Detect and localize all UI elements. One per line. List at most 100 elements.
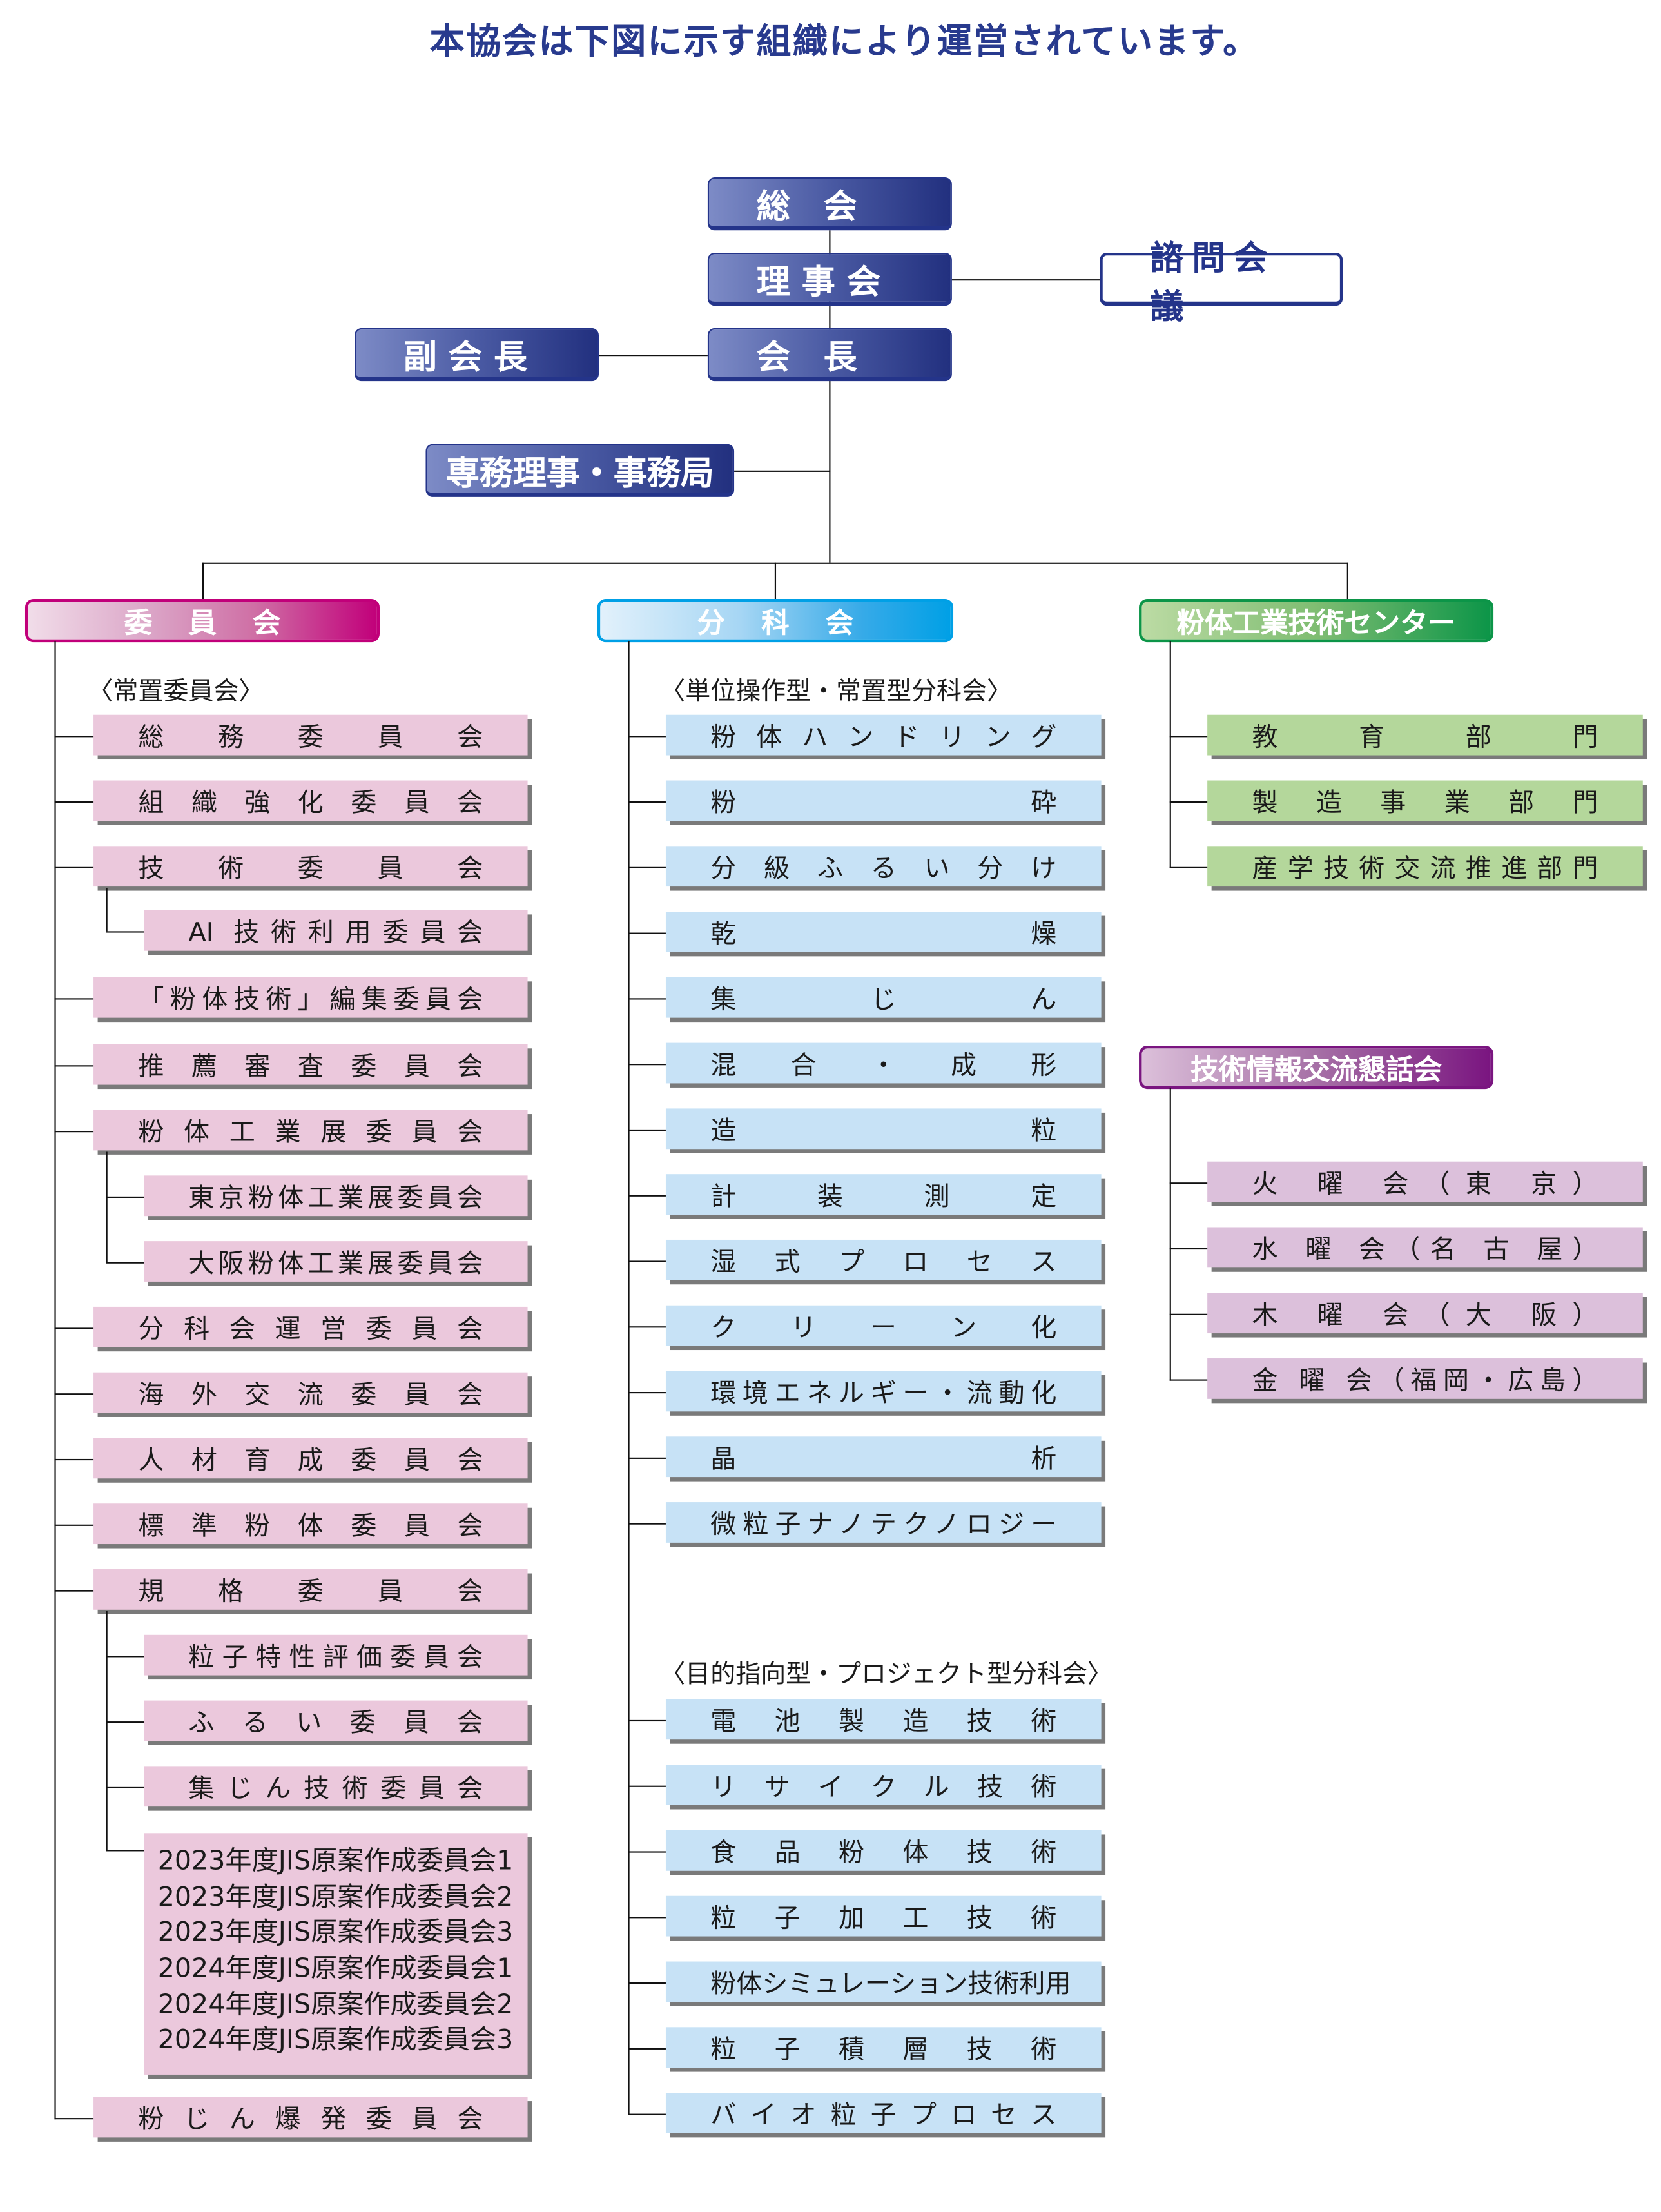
division-item-label: 粉体ハンドリング bbox=[710, 722, 1057, 752]
division-item[interactable]: 乾 燥 bbox=[665, 912, 1102, 952]
division-item[interactable]: 粉 砕 bbox=[665, 780, 1102, 821]
division-item[interactable]: バイオ粒子プロセス bbox=[665, 2093, 1102, 2133]
division-item[interactable]: 造 粒 bbox=[665, 1108, 1102, 1150]
connector bbox=[951, 279, 1100, 280]
division-item[interactable]: 粉体ハンドリング bbox=[665, 714, 1102, 756]
committee-item[interactable]: 分科会運営委員会 bbox=[93, 1306, 528, 1347]
division-item[interactable]: 計 装 測 定 bbox=[665, 1174, 1102, 1215]
connector bbox=[54, 866, 94, 869]
connector bbox=[106, 1850, 144, 1852]
board-box[interactable]: 理 事 会 bbox=[707, 252, 952, 306]
standing-committees-label: 〈常置委員会〉 bbox=[88, 677, 264, 707]
center-item[interactable]: 製 造 事 業 部 門 bbox=[1207, 780, 1643, 821]
committee-item[interactable]: 総務委員会 bbox=[93, 714, 528, 756]
committee-subitem[interactable]: 粒子特性評価委員会 bbox=[144, 1634, 528, 1676]
forum-item[interactable]: 火 曜 会（東 京） bbox=[1207, 1161, 1643, 1202]
connector bbox=[106, 1656, 144, 1658]
division-item[interactable]: 環境エネルギー・流動化 bbox=[665, 1371, 1102, 1412]
division-item-label: 環境エネルギー・流動化 bbox=[710, 1378, 1057, 1408]
connector bbox=[598, 353, 708, 356]
division-item-label: 計 装 測 定 bbox=[710, 1182, 1057, 1211]
division-item[interactable]: 晶 析 bbox=[665, 1436, 1102, 1478]
connector bbox=[106, 1196, 144, 1199]
committee-subitem[interactable]: 集じん技術委員会 bbox=[144, 1766, 528, 1807]
president-box[interactable]: 会 長 bbox=[707, 328, 952, 382]
secretariat-box[interactable]: 専務理事・事務局 bbox=[425, 444, 735, 497]
committee-item[interactable]: 「粉体技術」編集委員会 bbox=[93, 977, 528, 1018]
committee-subitem-label: 大阪粉体工業展委員会 bbox=[188, 1249, 483, 1278]
project-divisions-label: 〈目的指向型・プロジェクト型分科会〉 bbox=[660, 1659, 1112, 1690]
division-item[interactable]: ク リ ー ン 化 bbox=[665, 1305, 1102, 1346]
division-item[interactable]: 食品粉体技術 bbox=[665, 1830, 1102, 1871]
division-item[interactable]: 分級ふるい分け bbox=[665, 846, 1102, 887]
committee-subitem[interactable]: AI 技術利用委員会 bbox=[144, 910, 528, 951]
jis-committee-item: 2024年度JIS原案作成委員会1 bbox=[157, 1953, 514, 1984]
connector bbox=[628, 1326, 666, 1329]
connector bbox=[734, 469, 831, 472]
division-item-label: 集 じ ん bbox=[710, 984, 1057, 1015]
vice-president-box[interactable]: 副 会 長 bbox=[355, 328, 599, 382]
committee-item[interactable]: 標準粉体委員会 bbox=[93, 1503, 528, 1545]
committee-item[interactable]: 規格委員会 bbox=[93, 1569, 528, 1610]
connector bbox=[628, 1917, 666, 1919]
division-item-label: 粒子積層技術 bbox=[710, 2035, 1057, 2064]
connector bbox=[628, 998, 666, 1001]
connector bbox=[628, 866, 666, 869]
connector bbox=[1169, 1313, 1208, 1316]
committee-item[interactable]: 人材育成委員会 bbox=[93, 1438, 528, 1479]
connector bbox=[106, 1786, 144, 1789]
committee-item[interactable]: 技術委員会 bbox=[93, 846, 528, 887]
committee-subitem-label: AI 技術利用委員会 bbox=[188, 917, 483, 948]
committee-item-label: 粉じん爆発委員会 bbox=[138, 2104, 483, 2134]
connector bbox=[628, 2048, 666, 2050]
division-item[interactable]: 集 じ ん bbox=[665, 977, 1102, 1018]
connector bbox=[106, 888, 108, 932]
jis-committees-box[interactable]: 2023年度JIS原案作成委員会1 2023年度JIS原案作成委員会2 2023… bbox=[144, 1833, 528, 2075]
division-item[interactable]: 粉体シミュレーション技術利用 bbox=[665, 1961, 1102, 2002]
center-item-label: 産学技術交流推進部門 bbox=[1252, 854, 1598, 883]
connector bbox=[1169, 1379, 1208, 1382]
committee-item[interactable]: 粉じん爆発委員会 bbox=[93, 2097, 528, 2138]
advisory-council-box[interactable]: 諮問会議 bbox=[1100, 238, 1343, 326]
connector bbox=[54, 1458, 94, 1461]
connector bbox=[1169, 1087, 1171, 1381]
forum-item[interactable]: 金 曜 会（福岡・広島） bbox=[1207, 1358, 1643, 1399]
divisions-header[interactable]: 分科会 bbox=[597, 598, 954, 643]
center-header[interactable]: 粉体工業技術センター bbox=[1139, 598, 1494, 643]
committees-header[interactable]: 委員会 bbox=[24, 598, 380, 643]
committee-subitem[interactable]: 東京粉体工業展委員会 bbox=[144, 1175, 528, 1217]
center-item[interactable]: 産学技術交流推進部門 bbox=[1207, 846, 1643, 887]
forum-header[interactable]: 技術情報交流懇話会 bbox=[1139, 1045, 1494, 1090]
committee-item[interactable]: 組織強化委員会 bbox=[93, 780, 528, 821]
committee-item[interactable]: 海外交流委員会 bbox=[93, 1372, 528, 1413]
division-item-label: 粉 砕 bbox=[710, 788, 1057, 817]
committee-item[interactable]: 粉体工業展委員会 bbox=[93, 1110, 528, 1151]
forum-item-label: 木 曜 会（大 阪） bbox=[1252, 1300, 1598, 1330]
division-item[interactable]: 微粒子ナノテクノロジー bbox=[665, 1502, 1102, 1543]
committee-subitem-label: 集じん技術委員会 bbox=[188, 1774, 483, 1803]
committee-subitem[interactable]: ふるい委員会 bbox=[144, 1700, 528, 1741]
forum-item[interactable]: 水 曜 会（名 古 屋） bbox=[1207, 1227, 1643, 1268]
general-meeting-box[interactable]: 総 会 bbox=[707, 177, 952, 231]
connector bbox=[106, 1721, 144, 1723]
division-item[interactable]: 湿式プロセス bbox=[665, 1239, 1102, 1280]
division-item-label: 微粒子ナノテクノロジー bbox=[710, 1509, 1057, 1540]
connector bbox=[54, 736, 94, 738]
committee-item[interactable]: 推薦審査委員会 bbox=[93, 1044, 528, 1085]
connector bbox=[1169, 1182, 1208, 1184]
connector bbox=[54, 1327, 94, 1330]
committee-item-label: 海外交流委員会 bbox=[138, 1380, 483, 1410]
center-item-label: 教 育 部 門 bbox=[1252, 722, 1598, 752]
division-item[interactable]: 粒子加工技術 bbox=[665, 1895, 1102, 1937]
forum-item[interactable]: 木 曜 会（大 阪） bbox=[1207, 1293, 1643, 1334]
connector bbox=[54, 1590, 94, 1592]
division-item[interactable]: リサイクル技術 bbox=[665, 1765, 1102, 1805]
division-item[interactable]: 粒子積層技術 bbox=[665, 2027, 1102, 2068]
connector bbox=[1169, 736, 1208, 738]
division-item[interactable]: 混 合 ・ 成 形 bbox=[665, 1042, 1102, 1084]
committee-item-label: 推薦審査委員会 bbox=[138, 1052, 483, 1082]
center-item[interactable]: 教 育 部 門 bbox=[1207, 714, 1643, 756]
division-item[interactable]: 電池製造技術 bbox=[665, 1699, 1102, 1740]
committee-subitem[interactable]: 大阪粉体工業展委員会 bbox=[144, 1241, 528, 1282]
